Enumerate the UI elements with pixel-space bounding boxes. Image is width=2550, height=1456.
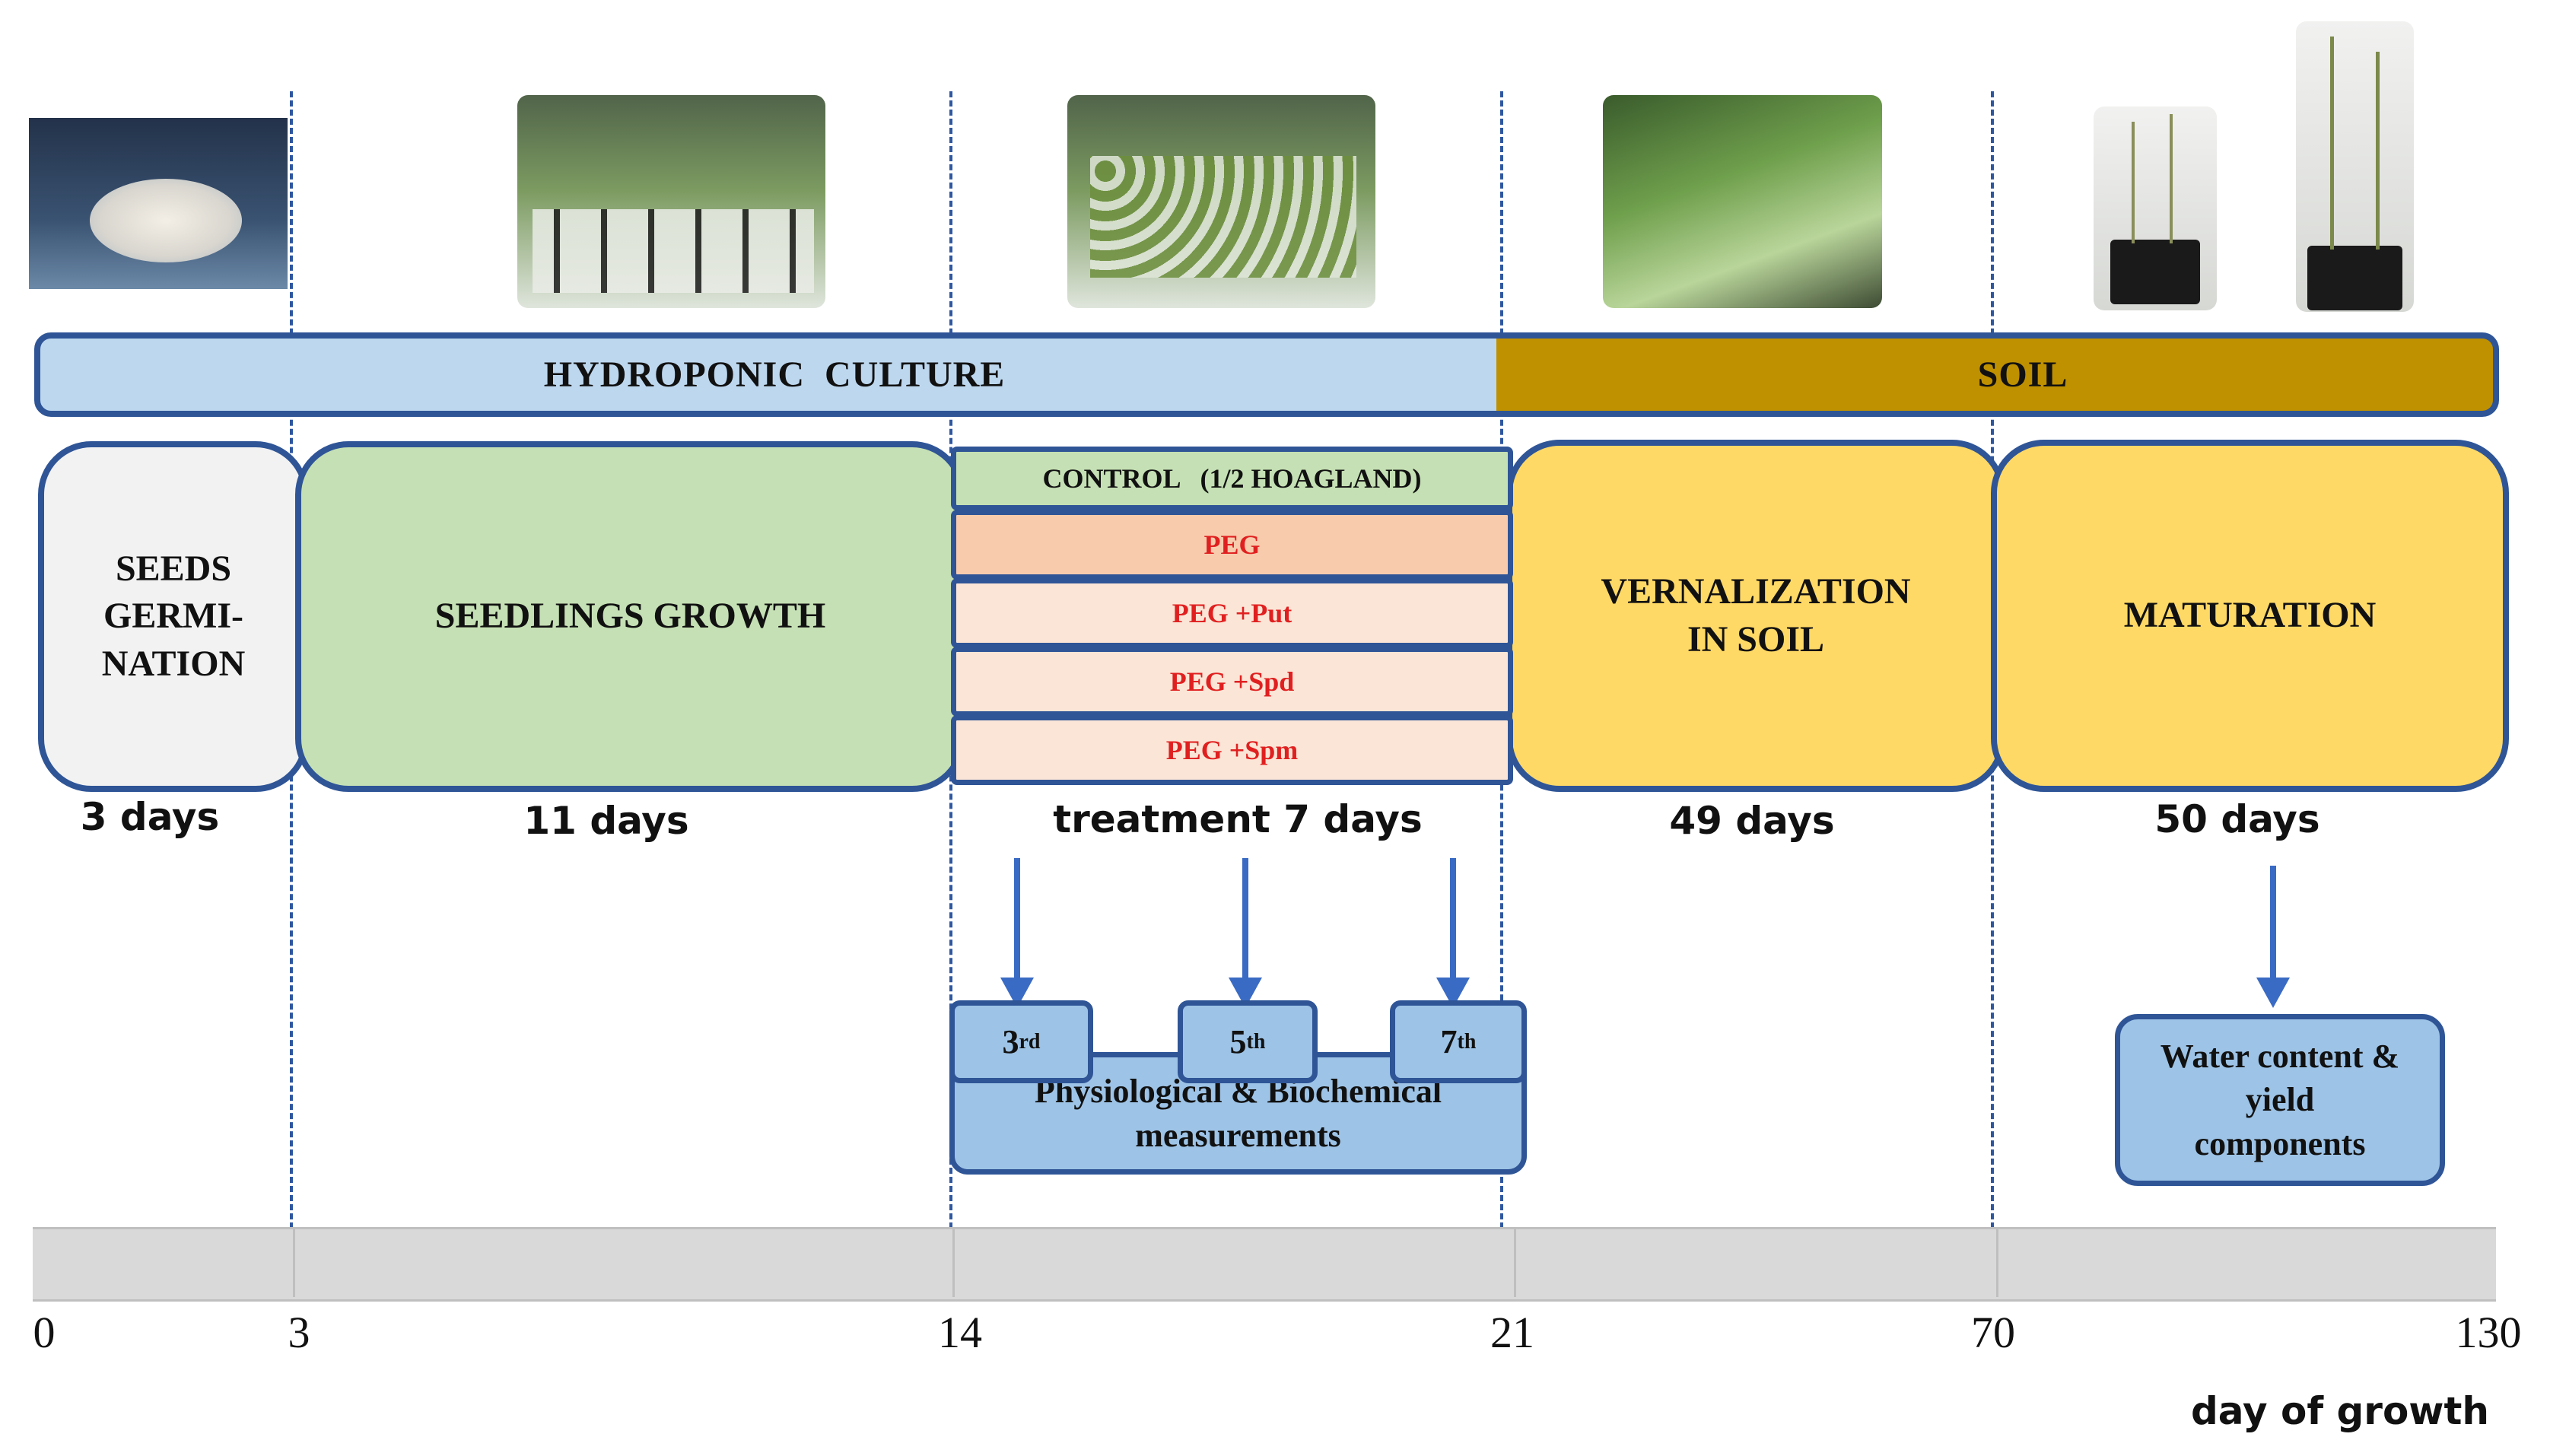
germination-photo bbox=[29, 118, 288, 289]
maturation-box: MATURATION bbox=[1991, 440, 2509, 792]
tick-label-14: 14 bbox=[938, 1308, 982, 1357]
hydroponic-culture-bar: HYDROPONIC CULTURE bbox=[34, 332, 1515, 417]
tick-label-130: 130 bbox=[2455, 1308, 2522, 1357]
seeds-germination-label: SEEDS GERMI- NATION bbox=[101, 548, 246, 684]
seedlings-growth-box: SEEDLINGS GROWTH bbox=[295, 441, 965, 792]
arrow-day5-shaft bbox=[1242, 858, 1248, 980]
axis-tick-3 bbox=[293, 1227, 295, 1297]
duration-seedlings: 11 days bbox=[523, 799, 689, 843]
arrow-final-shaft bbox=[2270, 866, 2276, 980]
axis-tick-21 bbox=[1514, 1227, 1516, 1297]
petri-dish bbox=[90, 179, 242, 262]
vernalization-label: VERNALIZATION IN SOIL bbox=[1601, 571, 1911, 660]
maturation-label: MATURATION bbox=[2123, 595, 2377, 636]
arrow-day7-shaft bbox=[1450, 858, 1456, 980]
hydroponic-culture-label: HYDROPONIC CULTURE bbox=[543, 354, 1006, 395]
treatment-control: CONTROL (1/2 HOAGLAND) bbox=[951, 447, 1513, 510]
sampling-day-3rd-num: 3 bbox=[1002, 1023, 1019, 1060]
treatment-control-label: CONTROL (1/2 HOAGLAND) bbox=[1042, 463, 1422, 494]
axis-tick-14 bbox=[952, 1227, 955, 1297]
water-content-label: Water content & yield components bbox=[2160, 1038, 2400, 1162]
vernalization-photo bbox=[1603, 95, 1882, 308]
seeds-germination-box: SEEDS GERMI- NATION bbox=[38, 441, 309, 792]
duration-treatment: treatment 7 days bbox=[1053, 797, 1423, 841]
maturation-photo-tall bbox=[2296, 21, 2414, 312]
water-content-box: Water content & yield components bbox=[2115, 1014, 2445, 1186]
treatment-peg-spm-label: PEG +Spm bbox=[1165, 735, 1299, 765]
duration-maturation: 50 days bbox=[2154, 797, 2320, 841]
tick-label-3: 3 bbox=[288, 1308, 310, 1357]
duration-germination: 3 days bbox=[80, 795, 220, 839]
treatment-peg-put-label: PEG +Put bbox=[1172, 598, 1292, 628]
tick-label-70: 70 bbox=[1971, 1308, 2015, 1357]
axis-title: day of growth bbox=[2191, 1389, 2489, 1433]
treatment-peg-spd: PEG +Spd bbox=[951, 647, 1513, 717]
treatment-peg-spd-label: PEG +Spd bbox=[1169, 666, 1295, 697]
seedlings-growth-label: SEEDLINGS GROWTH bbox=[434, 596, 826, 637]
treatment-peg-put: PEG +Put bbox=[951, 578, 1513, 648]
time-axis-bar bbox=[33, 1227, 2496, 1302]
tick-label-0: 0 bbox=[33, 1308, 56, 1357]
axis-tick-70 bbox=[1996, 1227, 1998, 1297]
soil-label: SOIL bbox=[1977, 354, 2068, 395]
sampling-day-5th-sup: th bbox=[1246, 1029, 1266, 1054]
sampling-day-3rd-sup: rd bbox=[1019, 1029, 1041, 1054]
sampling-day-7th-num: 7 bbox=[1440, 1023, 1458, 1060]
arrow-final-head bbox=[2256, 978, 2290, 1008]
sampling-day-5th-num: 5 bbox=[1229, 1023, 1247, 1060]
treatment-peg-label: PEG bbox=[1203, 529, 1261, 560]
tick-label-21: 21 bbox=[1490, 1308, 1534, 1357]
duration-vernalization: 49 days bbox=[1669, 799, 1835, 843]
soil-bar: SOIL bbox=[1496, 332, 2499, 417]
arrow-day3-shaft bbox=[1014, 858, 1020, 980]
maturation-photo-small bbox=[2094, 106, 2217, 310]
sampling-day-7th-sup: th bbox=[1457, 1029, 1477, 1054]
treatment-peg: PEG bbox=[951, 510, 1513, 580]
hydroponic-treatment-photo bbox=[1067, 95, 1375, 308]
treatment-peg-spm: PEG +Spm bbox=[951, 715, 1513, 785]
hydroponic-growth-photo bbox=[517, 95, 825, 308]
vernalization-box: VERNALIZATION IN SOIL bbox=[1506, 440, 2005, 792]
